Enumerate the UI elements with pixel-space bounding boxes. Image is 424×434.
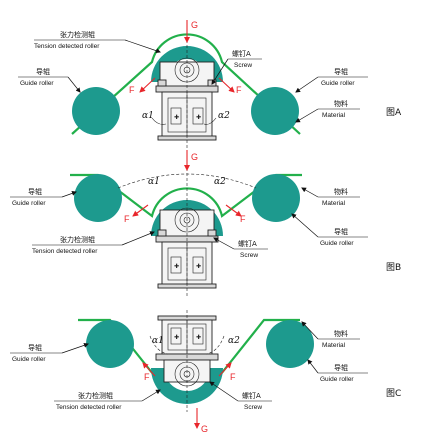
figure-b: ✚ ✚ G F F α1 α2 导辊 Guide roller 张力检测辊 Te… (10, 150, 401, 296)
alpha1-label-c: α1 (152, 336, 164, 346)
tension-roller-label-en-c: Tension detected roller (56, 404, 122, 411)
guide-roller-right-b (252, 174, 300, 222)
material-label-cn-c: 物料 (334, 329, 348, 338)
screw-label-en-c: Screw (244, 404, 262, 411)
tension-roller-label-cn-b: 张力检测辊 (60, 235, 95, 244)
screw-label-cn-b: 螺钉A (238, 239, 257, 248)
screw-label-en-b: Screw (240, 252, 258, 259)
tension-roller-label-en-b: Tension detected roller (32, 248, 98, 255)
guide-roller-label-en-right-b: Guide roller (320, 240, 354, 247)
svg-text:✚: ✚ (196, 114, 201, 121)
material-label-cn-b: 物料 (334, 187, 348, 196)
force-label-left-b: F (124, 214, 130, 224)
material-label-cn-a: 物料 (334, 99, 348, 108)
alpha2-label-a: α2 (218, 111, 230, 121)
guide-roller-label-cn-right-b: 导辊 (334, 227, 348, 236)
guide-roller-label-cn-right-c: 导辊 (334, 363, 348, 372)
tension-roller-a (151, 46, 223, 82)
force-label-right-b: F (240, 214, 246, 224)
material-label-en-a: Material (322, 112, 346, 119)
alpha1-label-a: α1 (142, 111, 154, 121)
guide-roller-label-cn-left-a: 导辊 (36, 67, 50, 76)
tension-roller-label-cn-c: 张力检测辊 (78, 391, 113, 400)
gravity-label-b: G (191, 152, 198, 162)
tension-roller-label-cn-a: 张力检测辊 (60, 30, 95, 39)
guide-roller-label-en-right-a: Guide roller (321, 80, 355, 87)
guide-roller-label-en-left-b: Guide roller (12, 200, 46, 207)
guide-roller-label-en-left-a: Guide roller (20, 80, 54, 87)
svg-text:✚: ✚ (196, 334, 201, 341)
gravity-label-c: G (201, 424, 208, 434)
figure-label-b: 图B (386, 262, 401, 273)
guide-roller-label-cn-left-b: 导辊 (28, 187, 42, 196)
svg-text:✚: ✚ (196, 263, 201, 270)
force-label-left-a: F (129, 85, 135, 95)
tension-roller-c (151, 368, 223, 404)
screw-label-cn-c: 螺钉A (242, 391, 261, 400)
force-label-left-c: F (144, 372, 150, 382)
svg-text:✚: ✚ (174, 263, 179, 270)
force-label-right-a: F (236, 85, 242, 95)
screw-label-en-a: Screw (234, 62, 252, 69)
figure-label-a: 图A (386, 107, 402, 118)
guide-roller-left-a (72, 87, 120, 135)
screw-label-cn-a: 螺钉A (232, 49, 251, 58)
figure-a: ✚ ✚ G F F α1 α2 张力检测辊 Tension detected r… (18, 20, 402, 150)
guide-roller-label-cn-left-c: 导辊 (28, 343, 42, 352)
material-label-en-b: Material (322, 200, 346, 207)
alpha1-label-b: α1 (148, 177, 160, 187)
tension-roller-label-en-a: Tension detected roller (34, 43, 100, 50)
guide-roller-label-en-left-c: Guide roller (12, 356, 46, 363)
force-label-right-c: F (230, 372, 236, 382)
guide-roller-left-c (86, 320, 134, 368)
svg-text:✚: ✚ (174, 114, 179, 121)
material-label-en-c: Material (322, 342, 346, 349)
guide-roller-right-a (251, 87, 299, 135)
svg-text:✚: ✚ (174, 334, 179, 341)
guide-roller-left-b (74, 174, 122, 222)
tension-roller-b (151, 200, 223, 236)
guide-roller-right-c (266, 320, 314, 368)
alpha2-label-b: α2 (214, 177, 226, 187)
guide-roller-label-en-right-c: Guide roller (320, 376, 354, 383)
figure-label-c: 图C (386, 388, 401, 399)
gravity-label-a: G (191, 20, 198, 30)
alpha2-label-c: α2 (228, 336, 240, 346)
guide-roller-label-cn-right-a: 导辊 (334, 67, 348, 76)
figure-c: ✚ ✚ α1 α2 F F G 导辊 Guide roller 张力检测辊 Te… (10, 310, 401, 434)
